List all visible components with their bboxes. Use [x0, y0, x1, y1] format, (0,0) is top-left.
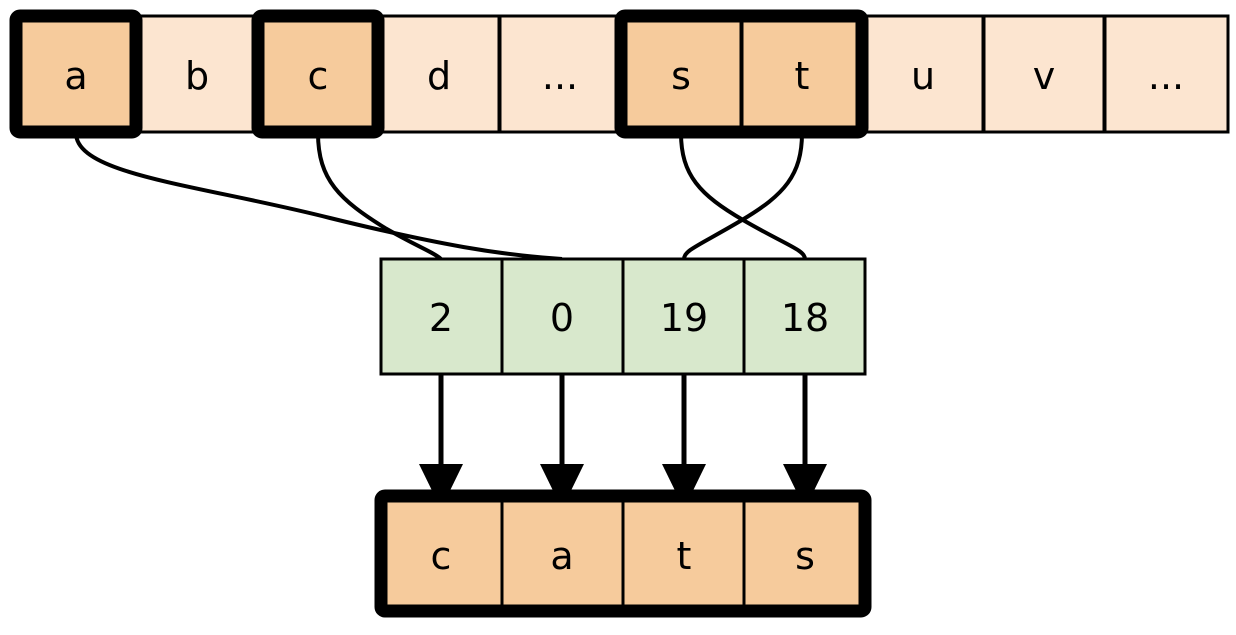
alphabet-cell-u-label: u [911, 54, 935, 98]
index-row: 2 0 19 18 [379, 257, 867, 376]
alphabet-cell-v[interactable] [982, 14, 1106, 134]
index-cell-2-value: 19 [660, 296, 708, 340]
curve-c-to-2 [316, 132, 443, 261]
alphabet-cell-ellipsis-1[interactable] [498, 14, 622, 134]
mapping-curves [74, 132, 807, 261]
output-row: c a t s [374, 489, 872, 618]
highlight-outline-a [9, 9, 143, 139]
curve-a-to-0 [74, 132, 563, 261]
index-cell-1[interactable] [500, 257, 625, 376]
output-cell-1-label: a [550, 534, 573, 578]
alphabet-cell-b[interactable] [135, 14, 259, 134]
index-cell-0-value: 2 [429, 296, 453, 340]
alphabet-cell-b-label: b [185, 54, 209, 98]
alphabet-cell-ellipsis-2-label: ... [1148, 54, 1184, 98]
index-cell-1-value: 0 [550, 296, 574, 340]
index-cell-2[interactable] [621, 257, 746, 376]
curve-t-to-19 [682, 132, 804, 260]
output-cell-2-label: t [677, 534, 692, 578]
output-cell-3-label: s [795, 534, 815, 578]
alphabet-cell-s-label: s [671, 54, 691, 98]
alphabet-row: a b c d ... s t u v ... [9, 9, 1230, 139]
alphabet-cell-d-label: d [427, 54, 451, 98]
output-cell-0-label: c [431, 534, 452, 578]
alphabet-cell-a-label: a [64, 54, 87, 98]
index-to-output-arrows [419, 374, 827, 510]
highlight-outline-c [251, 9, 385, 139]
alphabet-cell-ellipsis-1-label: ... [542, 54, 578, 98]
highlight-outline-st [614, 9, 869, 139]
alphabet-cell-t-label: t [795, 54, 810, 98]
alphabet-cell-c-label: c [308, 54, 329, 98]
alphabet-cell-v-label: v [1033, 54, 1056, 98]
highlight-outline-output [374, 489, 872, 618]
index-cell-3-value: 18 [781, 296, 829, 340]
curve-s-to-18 [679, 132, 807, 260]
alphabet-cell-ellipsis-2[interactable] [1103, 14, 1230, 134]
index-cell-3[interactable] [742, 257, 867, 376]
